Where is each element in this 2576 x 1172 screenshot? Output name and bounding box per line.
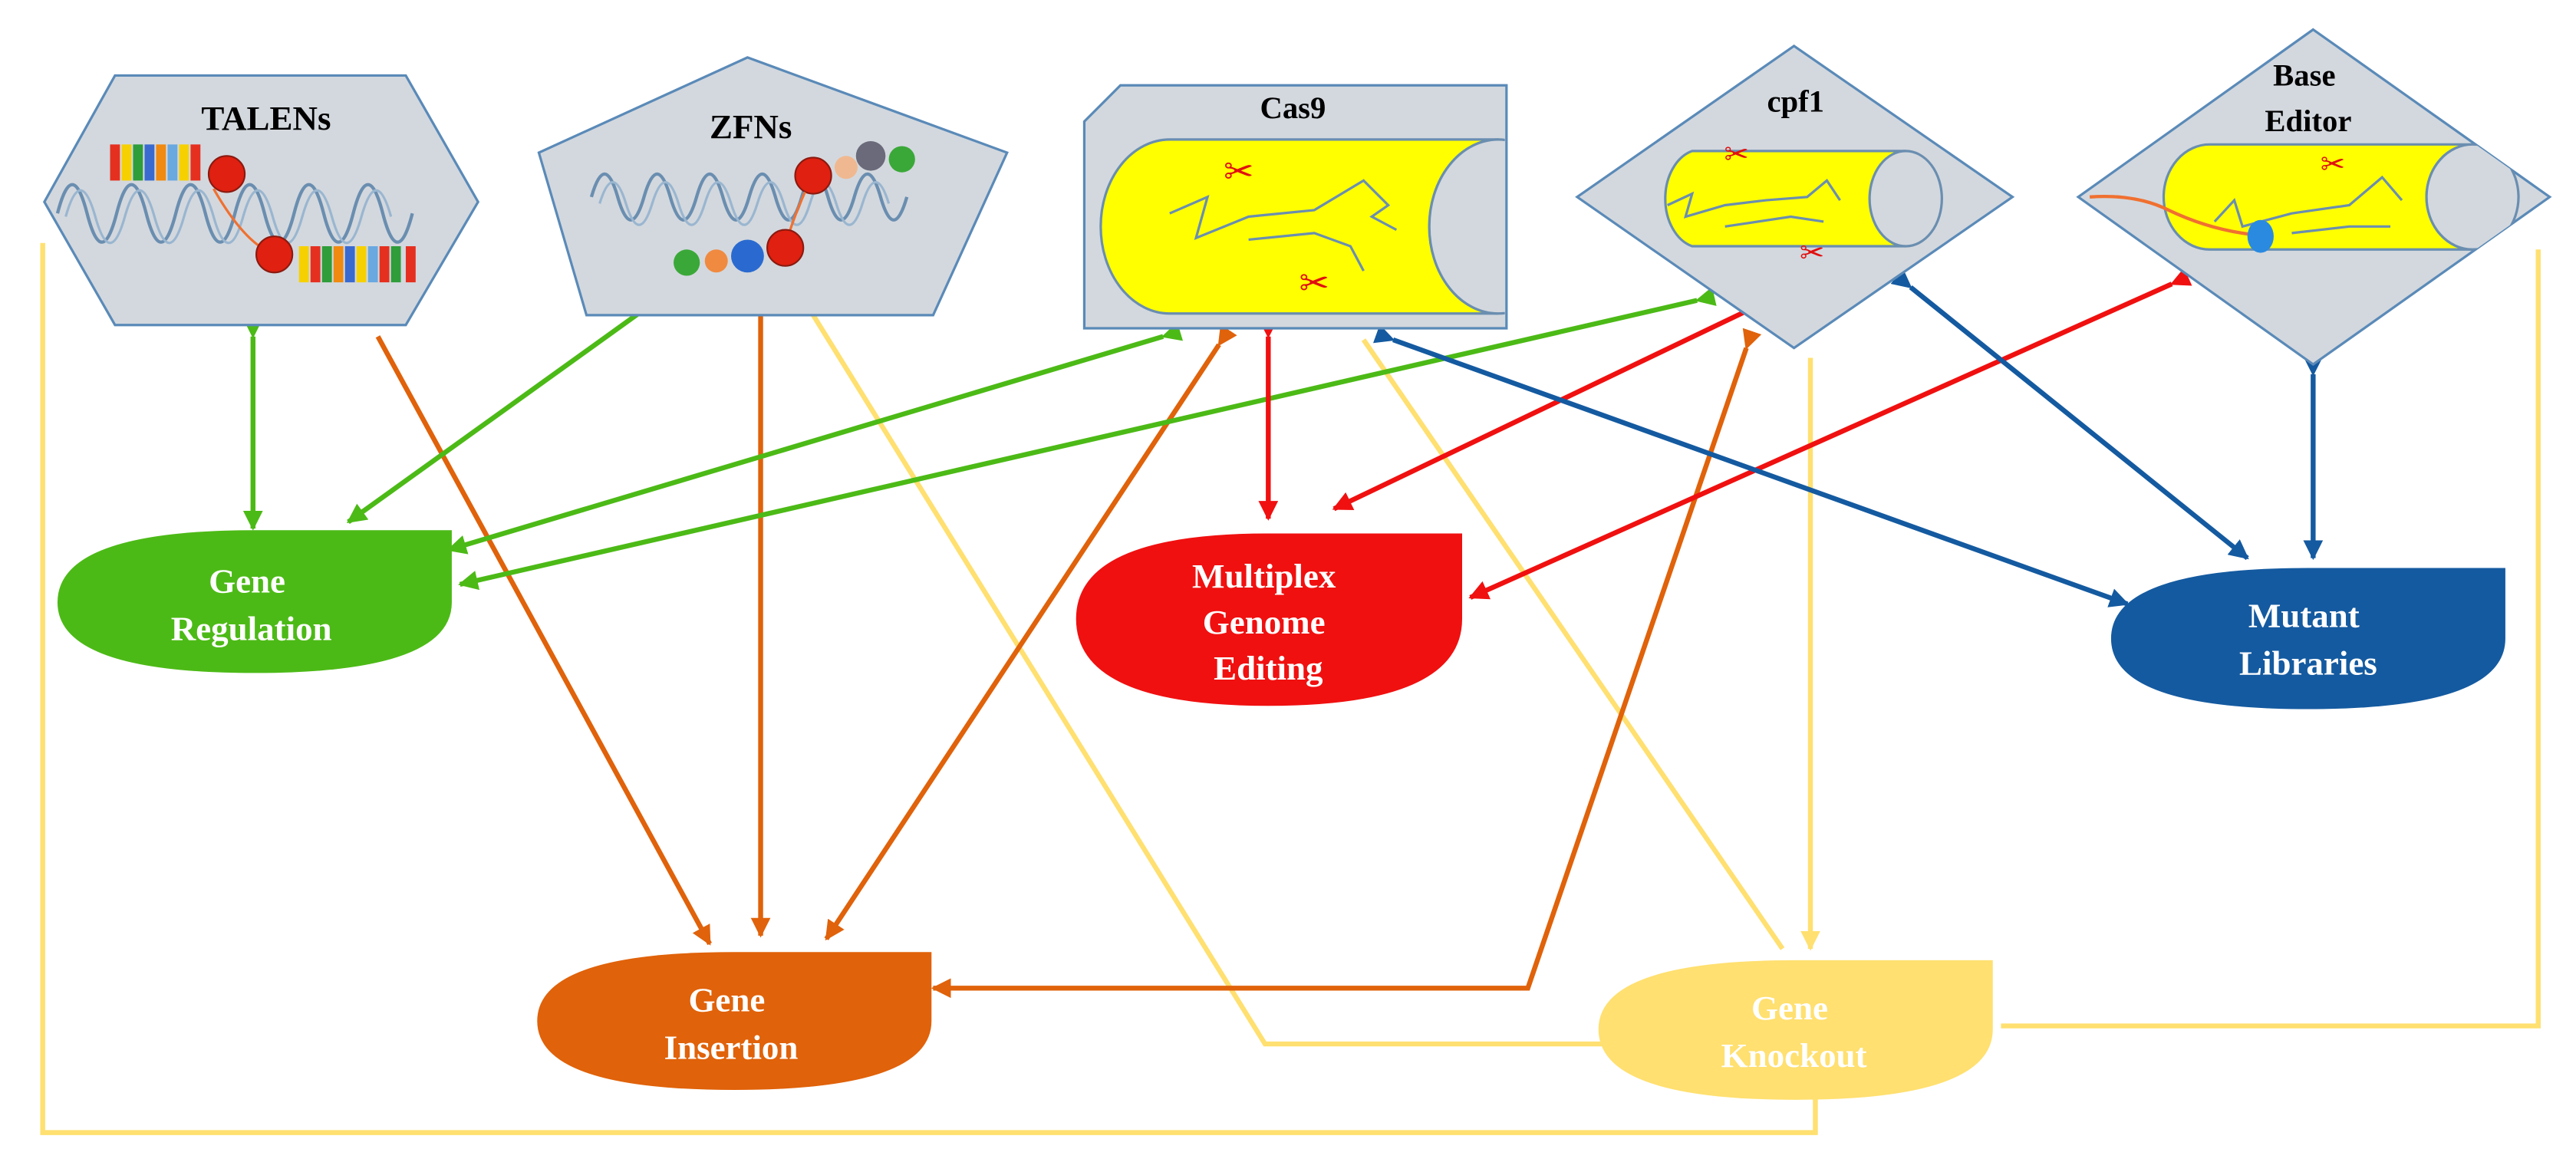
connector-cpf1-regulation [458,286,1717,591]
gene-regulation-shape [57,530,452,673]
talens-label: TALENs [201,99,331,137]
cpf1-scissors-top: ✂ [1724,139,1749,171]
cas9-dna [1169,179,1398,272]
talens-dna-strand [55,183,414,244]
talens-repeat-bars-bottom [298,246,416,283]
node-talens: TALENs [42,74,480,327]
zfns-dna-strand [589,172,909,222]
base-editor-dna [2213,175,2403,235]
libraries-connectors [1372,268,2324,607]
connector-cpf1-libraries [1890,268,2249,561]
connector-zfns-regulation [346,285,673,525]
node-gene-knockout: Gene Knockout [1598,960,1993,1100]
node-cas9: ✂ ✂ Cas9 [1082,84,1508,330]
base-editor-label-line1: Base [2273,58,2335,92]
gene-insertion-shape [537,952,932,1090]
node-gene-regulation: Gene Regulation [57,530,452,673]
base-editor-label-line2: Editor [2265,104,2351,138]
cas9-scissors-top: ✂ [1224,153,1253,193]
connector-baseeditor-knockout [2001,249,2541,1029]
zfns-label: ZFNs [710,107,792,146]
connector-cas9-libraries [1372,324,2130,607]
connector-talens-knockout [40,242,1818,1135]
node-multiplex-editing: Multiplex Genome Editing [1076,533,1463,706]
base-editor-scissors: ✂ [2321,149,2345,181]
node-mutant-libraries: Mutant Libraries [2110,568,2505,709]
cas9-label: Cas9 [1260,91,1326,125]
talens-foki-top [207,155,246,193]
base-editor-label: Base Editor [2265,58,2351,138]
mutant-libraries-label: Mutant Libraries [2239,597,2377,683]
cpf1-scissors-bottom: ✂ [1800,237,1824,269]
cpf1-dna [1667,179,1841,228]
node-zfns: ZFNs [537,56,1009,317]
zfns-foki-top [794,156,832,195]
cpf1-label: cpf1 [1767,84,1824,119]
gene-knockout-label: Gene Knockout [1721,989,1867,1075]
connector-baseeditor-multiplex [1468,268,2192,600]
multiplex-editing-shape [1076,533,1463,706]
cas9-scissors-bottom: ✂ [1300,264,1329,304]
talens-repeat-bars-top [110,144,201,181]
node-gene-insertion: Gene Insertion [537,952,932,1090]
connector-cas9-regulation [446,321,1184,555]
talens-dna-strand-2 [64,189,393,245]
base-editor-deaminase [2247,219,2274,253]
regulation-connectors [242,285,1717,591]
multiplex-editing-label: Multiplex Genome Editing [1192,557,1345,687]
zfns-dna-strand-2 [598,181,891,226]
node-cpf1: ✂ ✂ cpf1 [1575,44,2015,350]
gene-regulation-label: Gene Regulation [171,562,332,648]
gene-knockout-shape [1598,960,1993,1100]
zfns-foki-bottom [766,229,805,267]
gene-insertion-label: Gene Insertion [664,980,799,1066]
insertion-connectors [375,297,1762,999]
base-editor-linker [2089,194,2255,237]
talens-foki-bottom [255,235,294,274]
mutant-libraries-shape [2110,568,2505,709]
node-base-editor: ✂ Base Editor [2076,28,2552,367]
